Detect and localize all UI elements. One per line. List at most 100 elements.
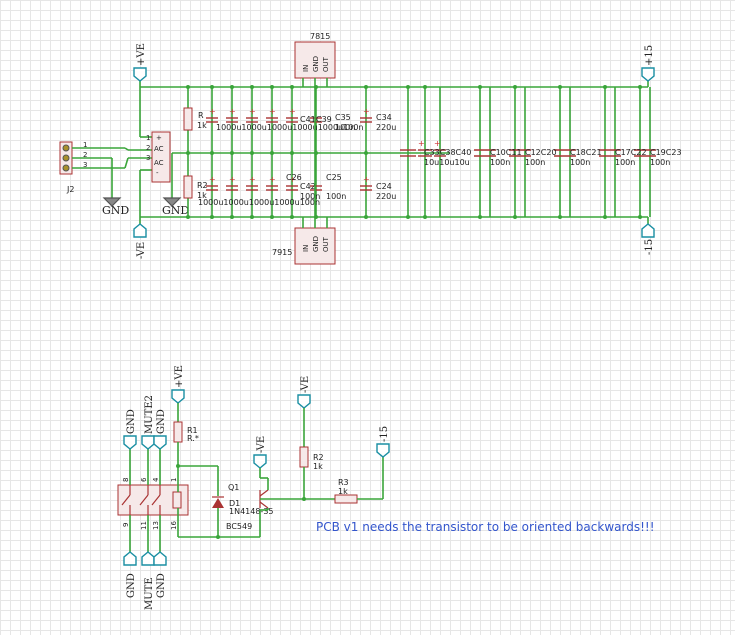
flag-mute2: MUTE2 xyxy=(141,395,155,450)
capacitor-label: C10C11 xyxy=(490,148,522,157)
capacitor-label: C34 xyxy=(376,113,392,122)
svg-text:+: + xyxy=(269,175,276,184)
capacitor-label: C17C22 xyxy=(615,148,647,157)
resistor-r3 xyxy=(334,494,358,504)
svg-text:GND: GND xyxy=(312,56,320,72)
svg-text:GND: GND xyxy=(126,573,137,598)
relay-coil xyxy=(172,491,182,509)
flag-neg-15: -15 xyxy=(641,223,655,255)
transistor-q1 xyxy=(259,478,305,511)
svg-text:MUTE2: MUTE2 xyxy=(144,395,155,434)
capacitor-label: C24 xyxy=(376,182,392,191)
flag-neg-15: -15 xyxy=(376,426,390,458)
capacitor-values: 1000u1000u1000u1000u1000u100n xyxy=(216,123,364,132)
svg-text:MUTE: MUTE xyxy=(144,577,155,610)
svg-text:+15: +15 xyxy=(644,45,655,66)
capacitor-label: C42 xyxy=(300,182,316,191)
capacitor-label: C41 xyxy=(300,115,316,124)
regulator-7815: 7815 IN GND OUT xyxy=(294,32,336,153)
svg-text:+: + xyxy=(363,107,370,116)
resistor-value: 1k xyxy=(197,191,207,200)
capacitor-value: 100n xyxy=(525,158,545,167)
svg-text:1: 1 xyxy=(170,478,178,482)
capacitor-label: C18C21 xyxy=(570,148,602,157)
capacitor-label: C35 xyxy=(335,113,351,122)
resistor-r2 xyxy=(183,175,193,199)
svg-text:GND: GND xyxy=(126,409,137,434)
flag-gnd: GND xyxy=(153,409,167,450)
svg-text:+: + xyxy=(289,107,296,116)
ground-symbol: GND xyxy=(162,153,189,217)
capacitor-value: 100n xyxy=(490,158,510,167)
flag-mute: MUTE xyxy=(141,551,155,610)
svg-text:+: + xyxy=(209,175,216,184)
capacitor-value: 100n xyxy=(615,158,635,167)
capacitor-values: 10u10u10u xyxy=(424,158,470,167)
capacitor-label: C39 xyxy=(316,115,332,124)
capacitor-label: C25 xyxy=(326,173,342,182)
svg-text:+: + xyxy=(289,175,296,184)
svg-text:-VE: -VE xyxy=(256,436,267,453)
flag-neg-ve: -VE xyxy=(253,436,267,469)
transistor-value: BC549 xyxy=(226,522,252,531)
flag-gnd: GND xyxy=(123,551,137,598)
capacitor-value: 100n xyxy=(570,158,590,167)
svg-text:11: 11 xyxy=(140,521,148,530)
svg-text:1N4148-35: 1N4148-35 xyxy=(229,507,274,516)
svg-text:+VE: +VE xyxy=(174,365,185,388)
svg-text:OUT: OUT xyxy=(322,236,330,252)
diode-d1: D1 1N4148-35 xyxy=(212,496,274,537)
capacitor-value: 220u xyxy=(376,192,396,201)
flag-gnd: GND xyxy=(123,409,137,450)
flag-gnd: GND xyxy=(153,551,167,598)
svg-text:+: + xyxy=(249,107,256,116)
svg-text:8: 8 xyxy=(122,478,130,482)
svg-text:OUT: OUT xyxy=(322,56,330,72)
wire xyxy=(124,147,129,151)
ground-symbol: GND xyxy=(102,197,129,217)
svg-text:4: 4 xyxy=(152,477,160,482)
flag-pos-ve: +VE xyxy=(133,43,147,82)
svg-text:7915: 7915 xyxy=(272,248,292,257)
bridge-ac-label: AC xyxy=(154,159,164,167)
svg-text:+VE: +VE xyxy=(136,43,147,66)
resistor-label: R1 xyxy=(187,426,198,435)
resistor-value: 1k xyxy=(313,462,323,471)
svg-text:+: + xyxy=(363,175,370,184)
svg-text:7815: 7815 xyxy=(310,32,330,41)
svg-text:+: + xyxy=(229,175,236,184)
capacitor-value: 100n xyxy=(300,192,320,201)
capacitor-value: 100n xyxy=(326,192,346,201)
flag-pos-15: +15 xyxy=(641,45,655,82)
svg-text:-VE: -VE xyxy=(136,242,147,259)
svg-text:GND: GND xyxy=(156,573,167,598)
svg-text:+: + xyxy=(434,139,441,148)
pin-label: 2 xyxy=(83,151,87,159)
pin-label: 1 xyxy=(83,141,87,149)
resistor-value: R.* xyxy=(187,434,199,443)
svg-text:GND: GND xyxy=(102,204,129,217)
svg-text:9: 9 xyxy=(122,523,130,527)
resistor-r2 xyxy=(299,446,309,468)
capacitor-label: C33C38C40 xyxy=(424,148,471,157)
svg-text:-15: -15 xyxy=(644,239,655,255)
svg-text:GND: GND xyxy=(312,236,320,252)
pin-label: 2 xyxy=(146,144,150,152)
svg-text:-VE: -VE xyxy=(300,376,311,393)
capacitor-value: 100n xyxy=(335,123,355,132)
flag-pos-ve: +VE xyxy=(171,365,185,404)
capacitor-label: C12C20 xyxy=(525,148,557,157)
connector-pin xyxy=(62,164,70,172)
capacitor-values: 1000u1000u1000u1000u100n xyxy=(198,198,320,207)
connector-label: J2 xyxy=(66,185,74,194)
svg-text:GND: GND xyxy=(156,409,167,434)
output-capacitors: + + xyxy=(400,87,656,217)
resistor-r xyxy=(183,107,193,131)
resistor-label: R2 xyxy=(197,181,208,190)
resistor-label: R3 xyxy=(338,478,349,487)
capacitor-bank-top: + + + + + + + + + + + + xyxy=(206,87,372,217)
bridge-rectifier xyxy=(151,131,171,183)
pin-label: 3 xyxy=(83,161,87,169)
